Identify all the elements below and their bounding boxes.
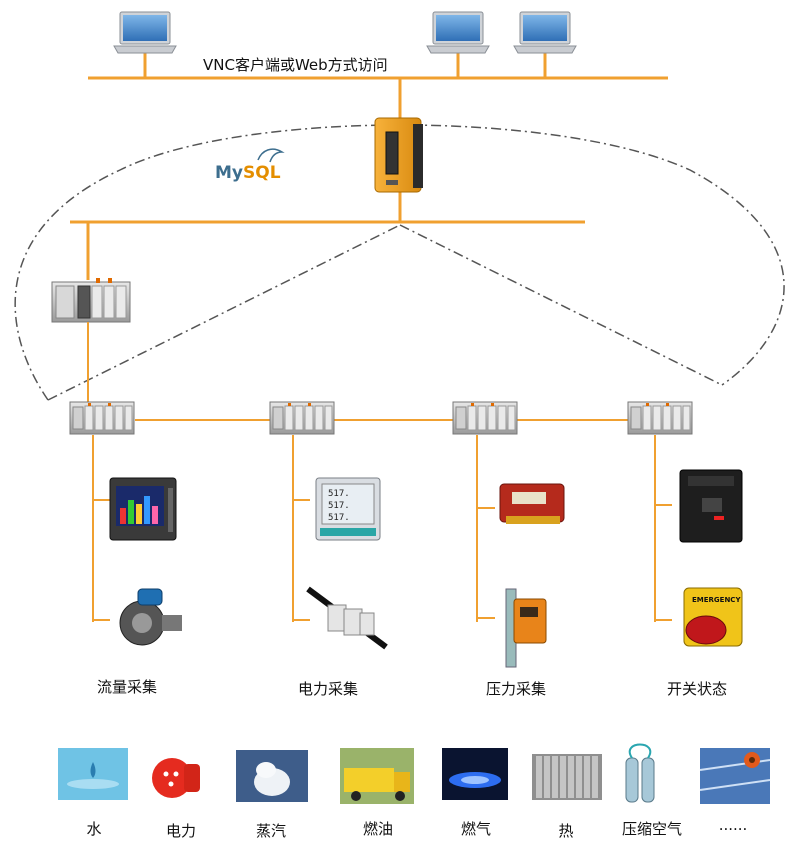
svg-text:517.: 517. <box>328 513 350 523</box>
resource-label-more: ...... <box>718 816 748 834</box>
pressure-sensor-icon <box>505 588 547 668</box>
svg-text:EMERGENCY: EMERGENCY <box>692 596 741 604</box>
paperless-recorder-icon <box>109 477 177 541</box>
svg-text:517.: 517. <box>328 501 350 511</box>
client-laptop-1 <box>113 11 177 54</box>
svg-text:My: My <box>215 163 243 183</box>
current-transformer-icon <box>306 586 388 650</box>
io-module-power <box>269 401 335 435</box>
dashed-boundary-right <box>399 224 723 386</box>
resource-thumb-fuel-truck <box>340 748 414 804</box>
mysql-logo: My SQL <box>215 148 285 183</box>
svg-text:SQL: SQL <box>243 163 281 183</box>
resource-label-electricity: 电力 <box>165 822 196 840</box>
resource-label-gas: 燃气 <box>460 820 491 838</box>
flow-meter-icon <box>119 588 182 646</box>
resource-label-fuel-oil: 燃油 <box>362 820 393 838</box>
branch-label-switch: 开关状态 <box>666 680 727 698</box>
resource-thumb-water <box>58 748 128 800</box>
power-meter-icon: 517. 517. 517. <box>315 477 381 541</box>
resource-thumb-radiator <box>532 754 602 800</box>
resource-thumb-power-plug <box>152 758 200 798</box>
dashed-boundary-left <box>47 224 401 401</box>
io-module-pressure <box>452 401 518 435</box>
client-laptop-3 <box>513 11 577 54</box>
circuit-breaker-icon <box>679 469 743 543</box>
resource-thumb-gas-flame <box>442 748 508 800</box>
server-icon <box>374 117 423 193</box>
dashed-boundary <box>14 124 785 401</box>
resource-label-heat: 热 <box>558 822 574 840</box>
branch-label-power: 电力采集 <box>297 680 358 698</box>
client-laptop-2 <box>426 11 490 54</box>
resource-label-water: 水 <box>86 820 102 838</box>
branch-label-pressure: 压力采集 <box>485 680 546 698</box>
resource-label-compressed-air: 压缩空气 <box>621 820 682 838</box>
controller-rack <box>51 278 131 323</box>
branch-label-flow: 流量采集 <box>96 678 157 696</box>
emergency-stop-icon: EMERGENCY <box>683 587 743 647</box>
svg-text:517.: 517. <box>328 489 350 499</box>
resource-thumb-steam <box>236 750 308 802</box>
resource-thumb-gas-cylinder <box>625 743 655 803</box>
io-module-switch <box>627 401 693 435</box>
pressure-transmitter-icon <box>499 483 565 524</box>
access-mode-label: VNC客户端或Web方式访问 <box>203 56 388 74</box>
io-module-flow <box>69 401 135 435</box>
resource-thumb-solar <box>699 748 771 804</box>
resource-label-steam: 蒸汽 <box>255 822 286 840</box>
